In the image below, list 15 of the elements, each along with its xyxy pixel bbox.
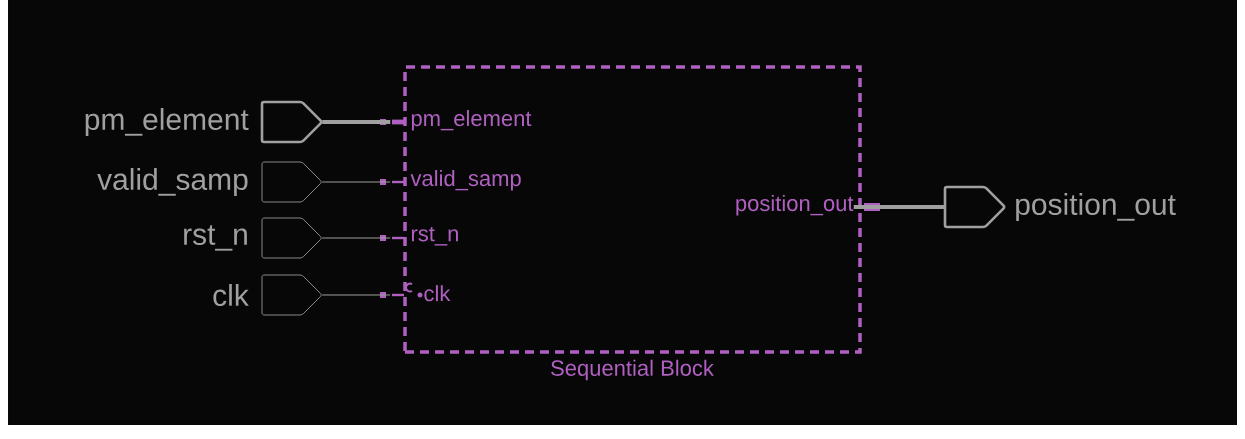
port-label: pm_element [85,108,249,136]
port-label: position_out [1016,193,1176,221]
wire [322,120,391,124]
block-label: Sequential Block [551,359,714,381]
port-label: clk [213,284,249,306]
wire [321,181,391,183]
pin-label: valid_samp [410,170,521,191]
wire [321,237,391,239]
pin-label: rst_n [411,226,458,246]
port-label: valid_samp [97,168,248,196]
pin-label: position_out [736,195,854,216]
pin-label: clk [424,285,451,302]
pin-label: pm_element [411,110,532,131]
wire [321,294,391,296]
port-label: rst_n [184,225,247,251]
